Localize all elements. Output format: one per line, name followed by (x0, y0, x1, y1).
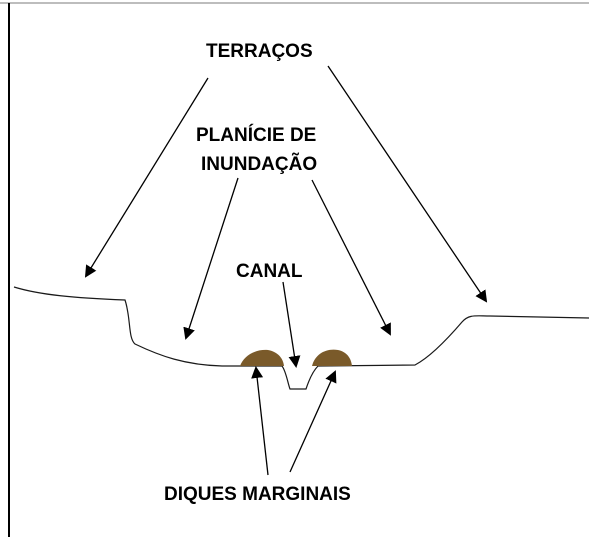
label-planicie-line2: INUNDAÇÃO (201, 153, 317, 175)
label-diques-marginais: DIQUES MARGINAIS (164, 484, 351, 505)
arrow-planicie-right (311, 179, 391, 336)
label-canal: CANAL (236, 261, 303, 282)
arrow-dique-right (289, 370, 337, 473)
label-terracos: TERRAÇOS (206, 41, 313, 62)
arrow-planicie-left (183, 177, 239, 340)
levee-left (240, 349, 284, 366)
terrain-profile (13, 286, 589, 390)
arrow-dique-left (251, 366, 269, 476)
arrow-canal (282, 281, 301, 368)
arrow-terraco-left (84, 77, 209, 278)
arrow-terraco-right (327, 65, 488, 303)
levee-right (312, 349, 352, 366)
label-planicie-line1: PLANÍCIE DE (196, 124, 316, 146)
